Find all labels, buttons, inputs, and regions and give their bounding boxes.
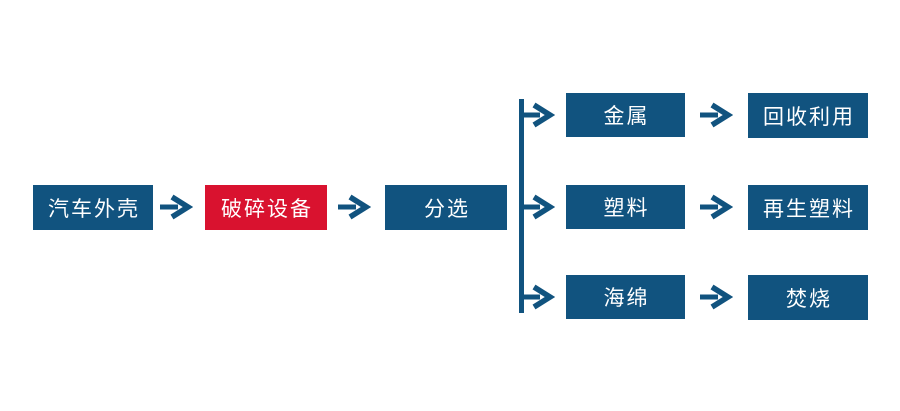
right-arrow-icon <box>521 194 555 220</box>
node-incineration: 焚烧 <box>748 275 868 320</box>
right-arrow-icon <box>337 194 371 220</box>
right-arrow-icon <box>699 102 733 128</box>
right-arrow-icon <box>521 284 555 310</box>
node-recycling: 回收利用 <box>748 93 868 138</box>
right-arrow-icon <box>521 102 555 128</box>
right-arrow-icon <box>159 194 193 220</box>
node-metal: 金属 <box>566 93 685 137</box>
node-plastic: 塑料 <box>566 185 685 229</box>
node-recycled-plastic: 再生塑料 <box>748 185 868 230</box>
node-car-shell: 汽车外壳 <box>33 185 153 230</box>
node-sorting: 分选 <box>385 185 507 230</box>
branch-connector-line <box>519 99 524 313</box>
node-crushing-equipment: 破碎设备 <box>205 185 327 230</box>
right-arrow-icon <box>699 284 733 310</box>
node-sponge: 海绵 <box>566 275 685 319</box>
right-arrow-icon <box>699 194 733 220</box>
